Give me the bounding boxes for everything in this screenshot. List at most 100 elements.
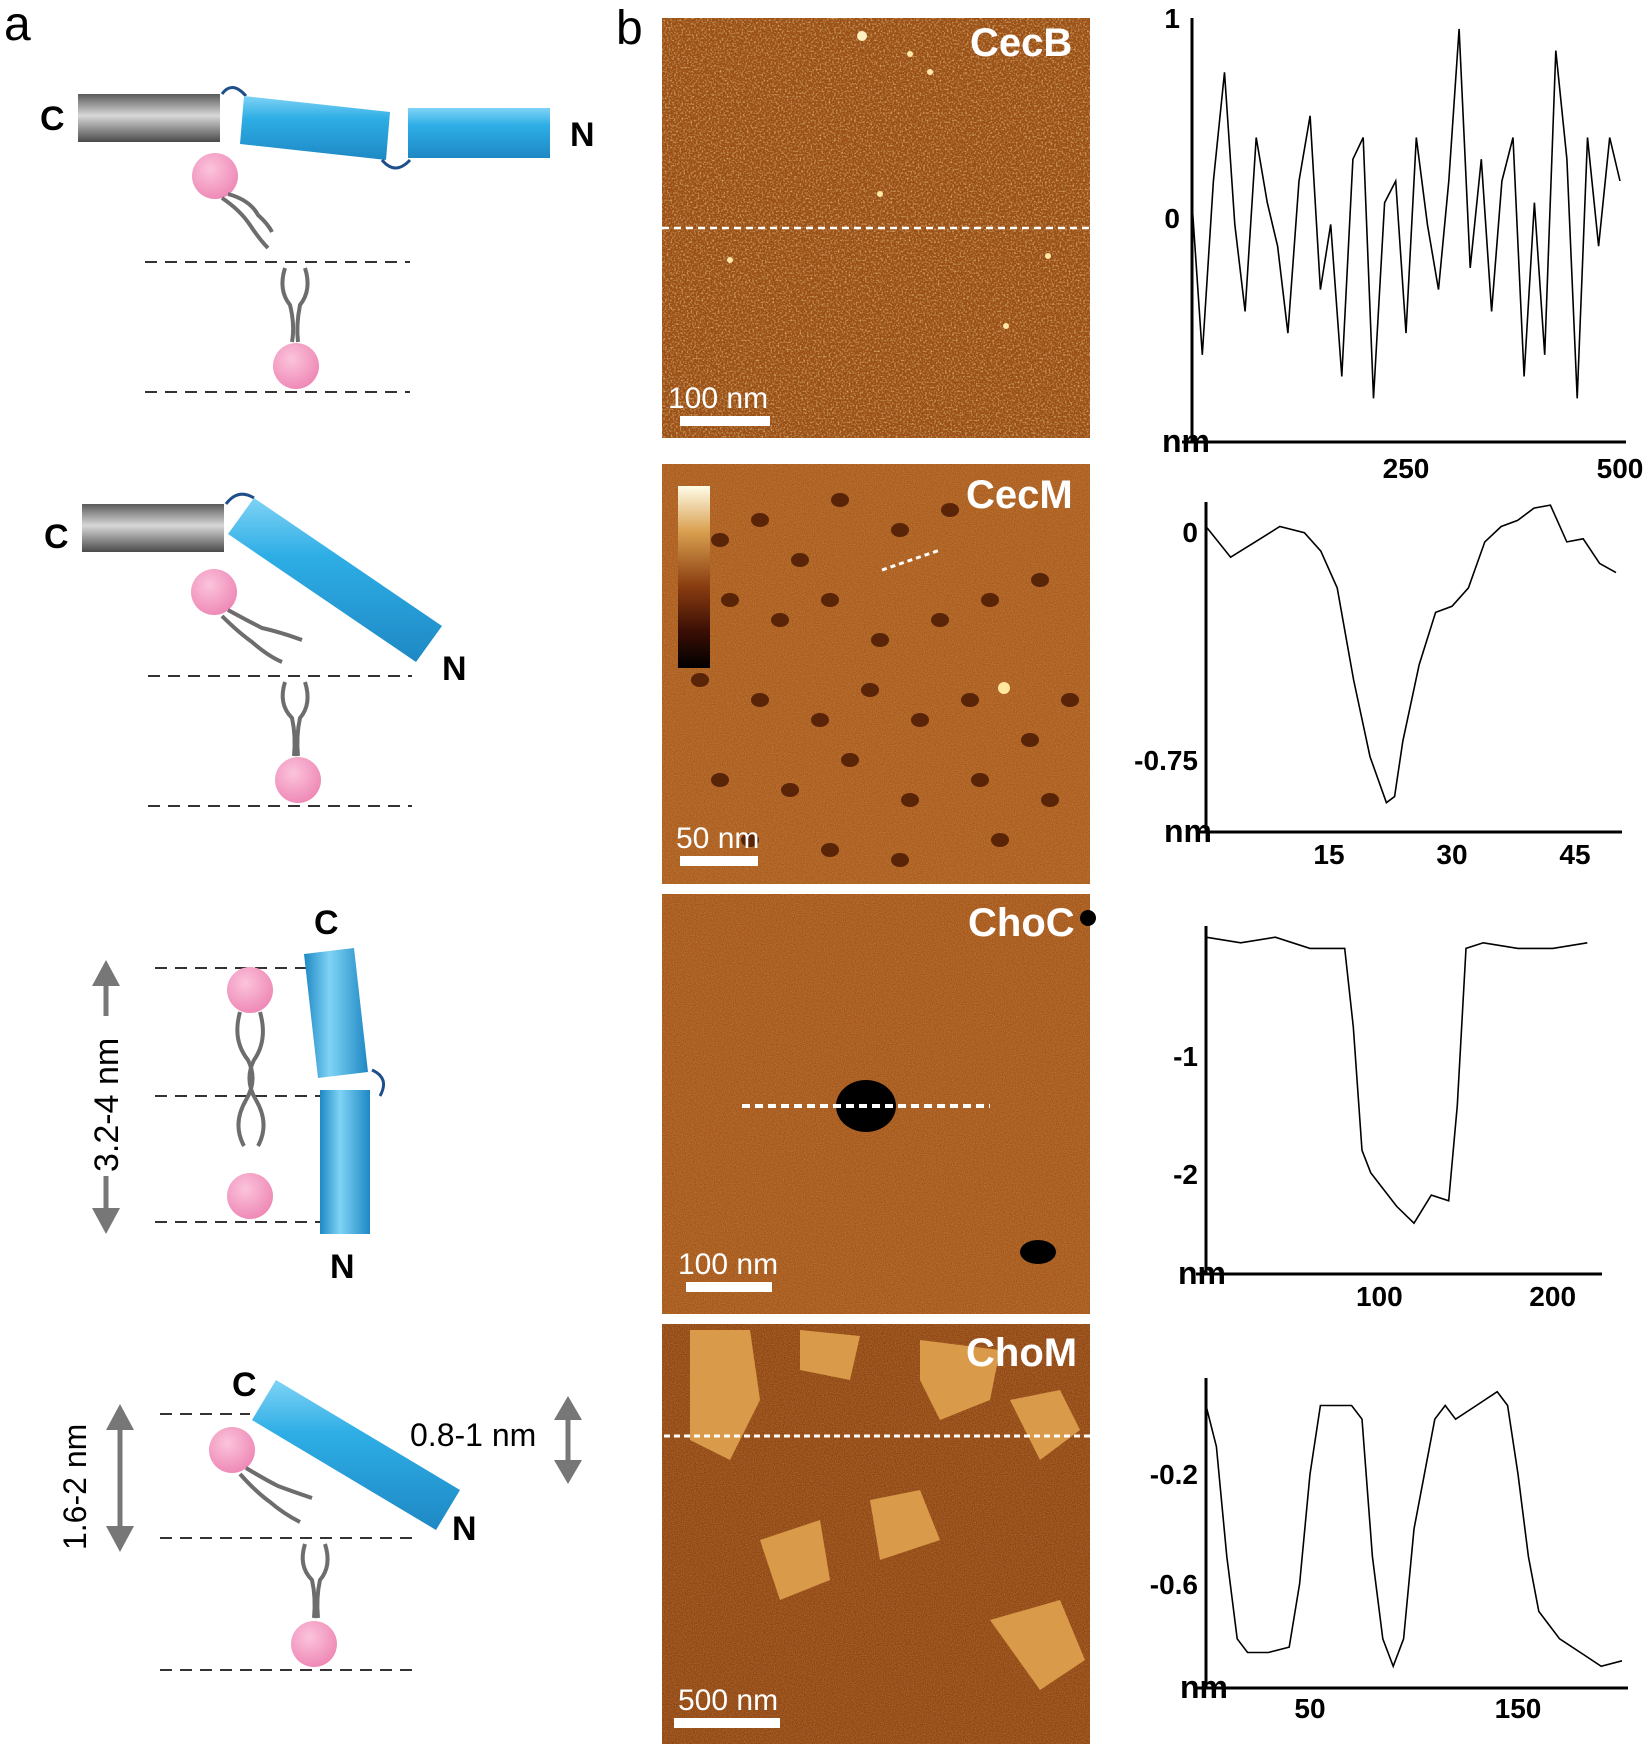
blue-helix [252,1380,460,1530]
pore [991,833,1009,847]
arrowhead [554,1460,582,1484]
afm-image-choc: ChoC 100 nm [662,894,1096,1314]
lipid-head [273,343,319,389]
n-terminus-label: N [442,650,467,688]
pore [781,783,799,797]
scale-bar-label: 100 nm [678,1248,778,1281]
lipid-tail [280,267,310,343]
lipid-head [227,1173,273,1219]
pore [961,693,979,707]
pore [901,793,919,807]
n-terminus-label: N [452,1510,477,1548]
height-profile-chart-1: 250 500 1 0 nm [1162,3,1643,484]
scale-bar [686,1282,772,1292]
lipid-tail [220,192,274,250]
panel-label-a: a [4,0,31,51]
y-tick-label: -0.2 [1150,1459,1198,1490]
x-tick-label: 500 [1597,453,1644,484]
pore [911,713,929,727]
lipid-head [291,1621,337,1667]
pore [1031,573,1049,587]
x-axis-unit-label: nm [1164,813,1212,849]
blue-helix [304,948,368,1078]
y-tick-label: -2 [1173,1159,1198,1190]
y-tick-label: 1 [1164,3,1180,34]
y-tick-label: 0 [1164,203,1180,234]
scale-bar-label: 500 nm [678,1684,778,1717]
y-tick-label: -0.75 [1134,745,1198,776]
pore [1041,793,1059,807]
c-terminus-label: C [44,518,69,556]
blue-helix [240,96,390,160]
pore [831,493,849,507]
pore [891,523,909,537]
linker [380,158,412,170]
blue-helix [228,498,442,662]
linker [371,1068,386,1097]
y-tick-label: 0 [1182,517,1198,548]
x-tick-label: 45 [1559,839,1590,870]
arrowhead [554,1396,582,1420]
pore [981,593,999,607]
c-terminus-label: C [40,100,65,138]
x-tick-label: 100 [1356,1281,1403,1312]
pore [691,673,709,687]
afm-image-cecm: CecM 50 nm [662,464,1090,884]
pore [811,713,829,727]
x-tick-label: 250 [1383,453,1430,484]
c-terminus-label: C [314,904,339,942]
diagram-row-4: C N 1.6-2 nm 0.8-1 nm [57,1366,582,1671]
lipid-head [227,967,273,1013]
diagram-row-1: C N [40,86,595,393]
n-terminus-label: N [570,116,595,154]
arrowhead [92,960,120,986]
pore [821,843,839,857]
x-axis-unit-label: nm [1180,1669,1228,1705]
linker [224,492,255,505]
lipid-head [191,569,237,615]
pore [821,593,839,607]
pore [871,633,889,647]
pore [771,613,789,627]
arrowhead [92,1208,120,1234]
height-profile-chart-3: 100 200 -1 -2 nm [1173,926,1602,1312]
pore [891,853,909,867]
scale-bar [680,856,758,866]
scale-bar-label: 100 nm [668,382,768,415]
profile-series-line [1191,28,1621,399]
diagram-row-2: C N [44,492,467,807]
dimension-label: 0.8-1 nm [410,1417,536,1453]
diagram-row-3: C N 3.2-4 nm [88,904,386,1286]
pore [841,753,859,767]
n-terminus-label: N [330,1248,355,1286]
scale-bar-label: 50 nm [676,822,759,855]
x-tick-label: 30 [1436,839,1467,870]
lipid-head [192,153,238,199]
pore [941,503,959,517]
lipid-tail [280,681,310,757]
afm-image-chom: ChoM 500 nm [662,1324,1090,1744]
pore [861,683,879,697]
lipid-tail [238,1466,313,1524]
c-terminus-label: C [232,1366,257,1404]
dimension-label: 3.2-4 nm [88,1038,126,1172]
afm-image-cecb: CecB 100 nm [662,18,1090,438]
afm-label: CecM [966,473,1073,517]
afm-label: ChoM [966,1331,1077,1375]
y-tick-label: -1 [1173,1041,1198,1072]
dimension-label-bg [88,1016,124,1176]
x-tick-label: 50 [1294,1693,1325,1724]
lipid-head [275,757,321,803]
x-tick-label: 200 [1529,1281,1576,1312]
pore [721,593,739,607]
scale-bar [680,416,770,426]
scale-bar [674,1718,780,1728]
pore [711,533,729,547]
x-axis-unit-label: nm [1178,1255,1226,1291]
pore [751,693,769,707]
profile-line [881,548,941,572]
x-axis-unit-label: nm [1162,423,1210,459]
